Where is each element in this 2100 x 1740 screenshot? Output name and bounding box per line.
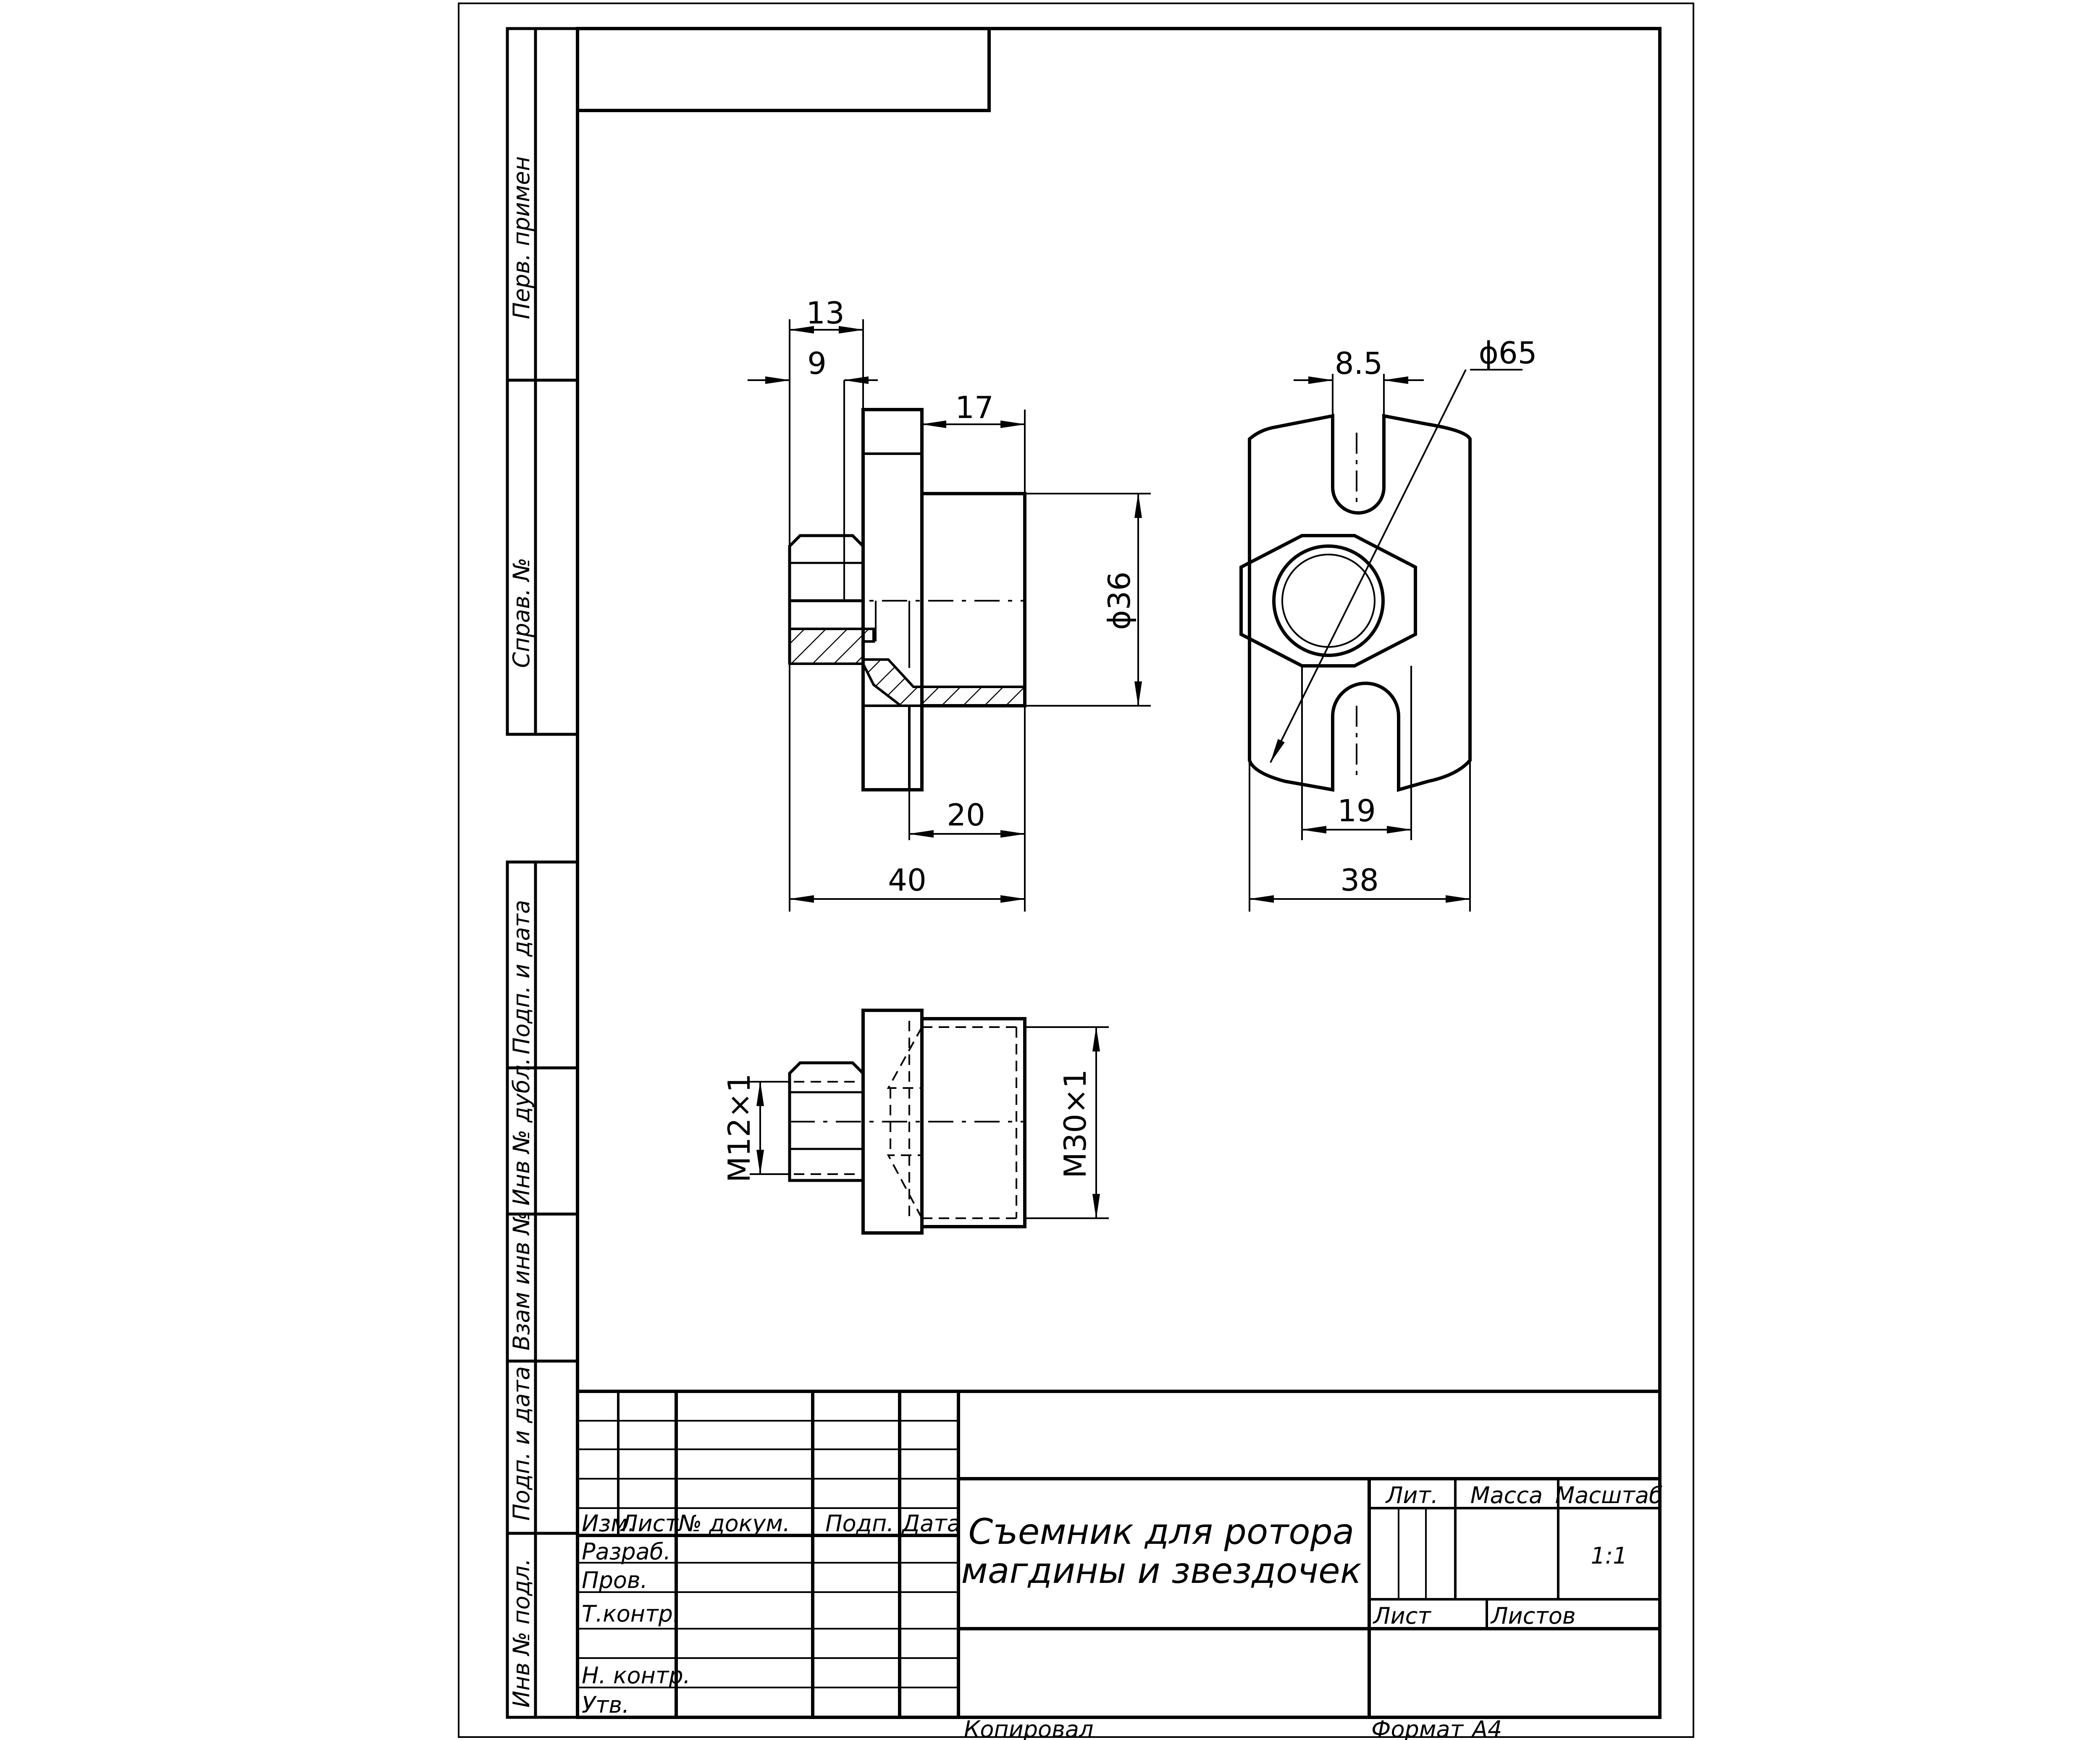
dim-m12: M12×1 — [722, 1073, 757, 1183]
drawing-title-line2: магдины и звездочек — [961, 1550, 1362, 1591]
stamp-perv-primen: Перв. примен — [508, 156, 535, 319]
bottom-view — [788, 1009, 1026, 1235]
drawing-title-line1: Съемник для ротора — [969, 1511, 1354, 1552]
dim-19: 19 — [1337, 793, 1376, 828]
tb-razrab: Разраб. — [582, 1538, 671, 1565]
dim-40: 40 — [888, 862, 927, 898]
bottom-view-dimensions — [750, 1026, 1109, 1219]
section-hatch — [788, 628, 1026, 707]
title-block — [578, 1390, 1660, 1717]
side-view-dimensions — [1249, 369, 1522, 912]
side-stamp — [506, 27, 579, 1719]
side-view — [1239, 414, 1472, 792]
footer-format-label: Формат — [1371, 1716, 1464, 1740]
dim-9: 9 — [807, 346, 827, 381]
stamp-vzam-inv: Взам инв № — [508, 1211, 535, 1351]
tb-listov: Листов — [1490, 1603, 1576, 1629]
stamp-podp-data-1: Подп. и дата — [508, 900, 535, 1054]
dim-17: 17 — [955, 390, 994, 425]
tb-scale-value: 1:1 — [1591, 1543, 1628, 1569]
dim-38: 38 — [1340, 862, 1379, 898]
tb-lit: Лит. — [1385, 1482, 1438, 1509]
stamp-inv-dubl: Инв № дубл. — [508, 1058, 535, 1206]
tb-list-label: Лист — [1373, 1603, 1431, 1629]
tb-t-kontr: Т.контр. — [582, 1601, 680, 1627]
front-view-dimensions — [748, 319, 1151, 912]
stamp-sprav-no: Справ. № — [508, 557, 535, 668]
stamp-podp-data-2: Подп. и дата — [508, 1366, 535, 1521]
footer-kopiroval: Копировал — [964, 1716, 1094, 1740]
tb-n-kontr: Н. контр. — [582, 1662, 690, 1689]
tb-prov: Пров. — [582, 1567, 648, 1593]
stamp-inv-podl: Инв № подл. — [508, 1559, 535, 1708]
dim-36: ϕ36 — [1102, 571, 1137, 630]
tb-massa: Масса — [1470, 1482, 1543, 1509]
sheet-frame — [458, 3, 1694, 1738]
dim-13: 13 — [806, 295, 845, 331]
tb-list: Лист — [620, 1510, 679, 1537]
tb-izm: Изм. — [582, 1510, 635, 1537]
front-view — [788, 380, 1026, 791]
tb-data: Дата — [901, 1510, 961, 1537]
footer-format-value: А4 — [1471, 1716, 1502, 1740]
dim-65: ϕ65 — [1478, 335, 1537, 371]
tb-no-dokum: № докум. — [677, 1510, 790, 1537]
tb-masshtab: Масштаб — [1555, 1482, 1663, 1509]
side-view-outline — [1248, 414, 1472, 792]
dim-20: 20 — [947, 797, 985, 833]
tb-utv: Утв. — [582, 1692, 629, 1718]
tb-podp: Подп. — [825, 1510, 894, 1537]
dim-8-5: 8.5 — [1335, 346, 1383, 381]
dim-m30: M30×1 — [1058, 1069, 1093, 1178]
